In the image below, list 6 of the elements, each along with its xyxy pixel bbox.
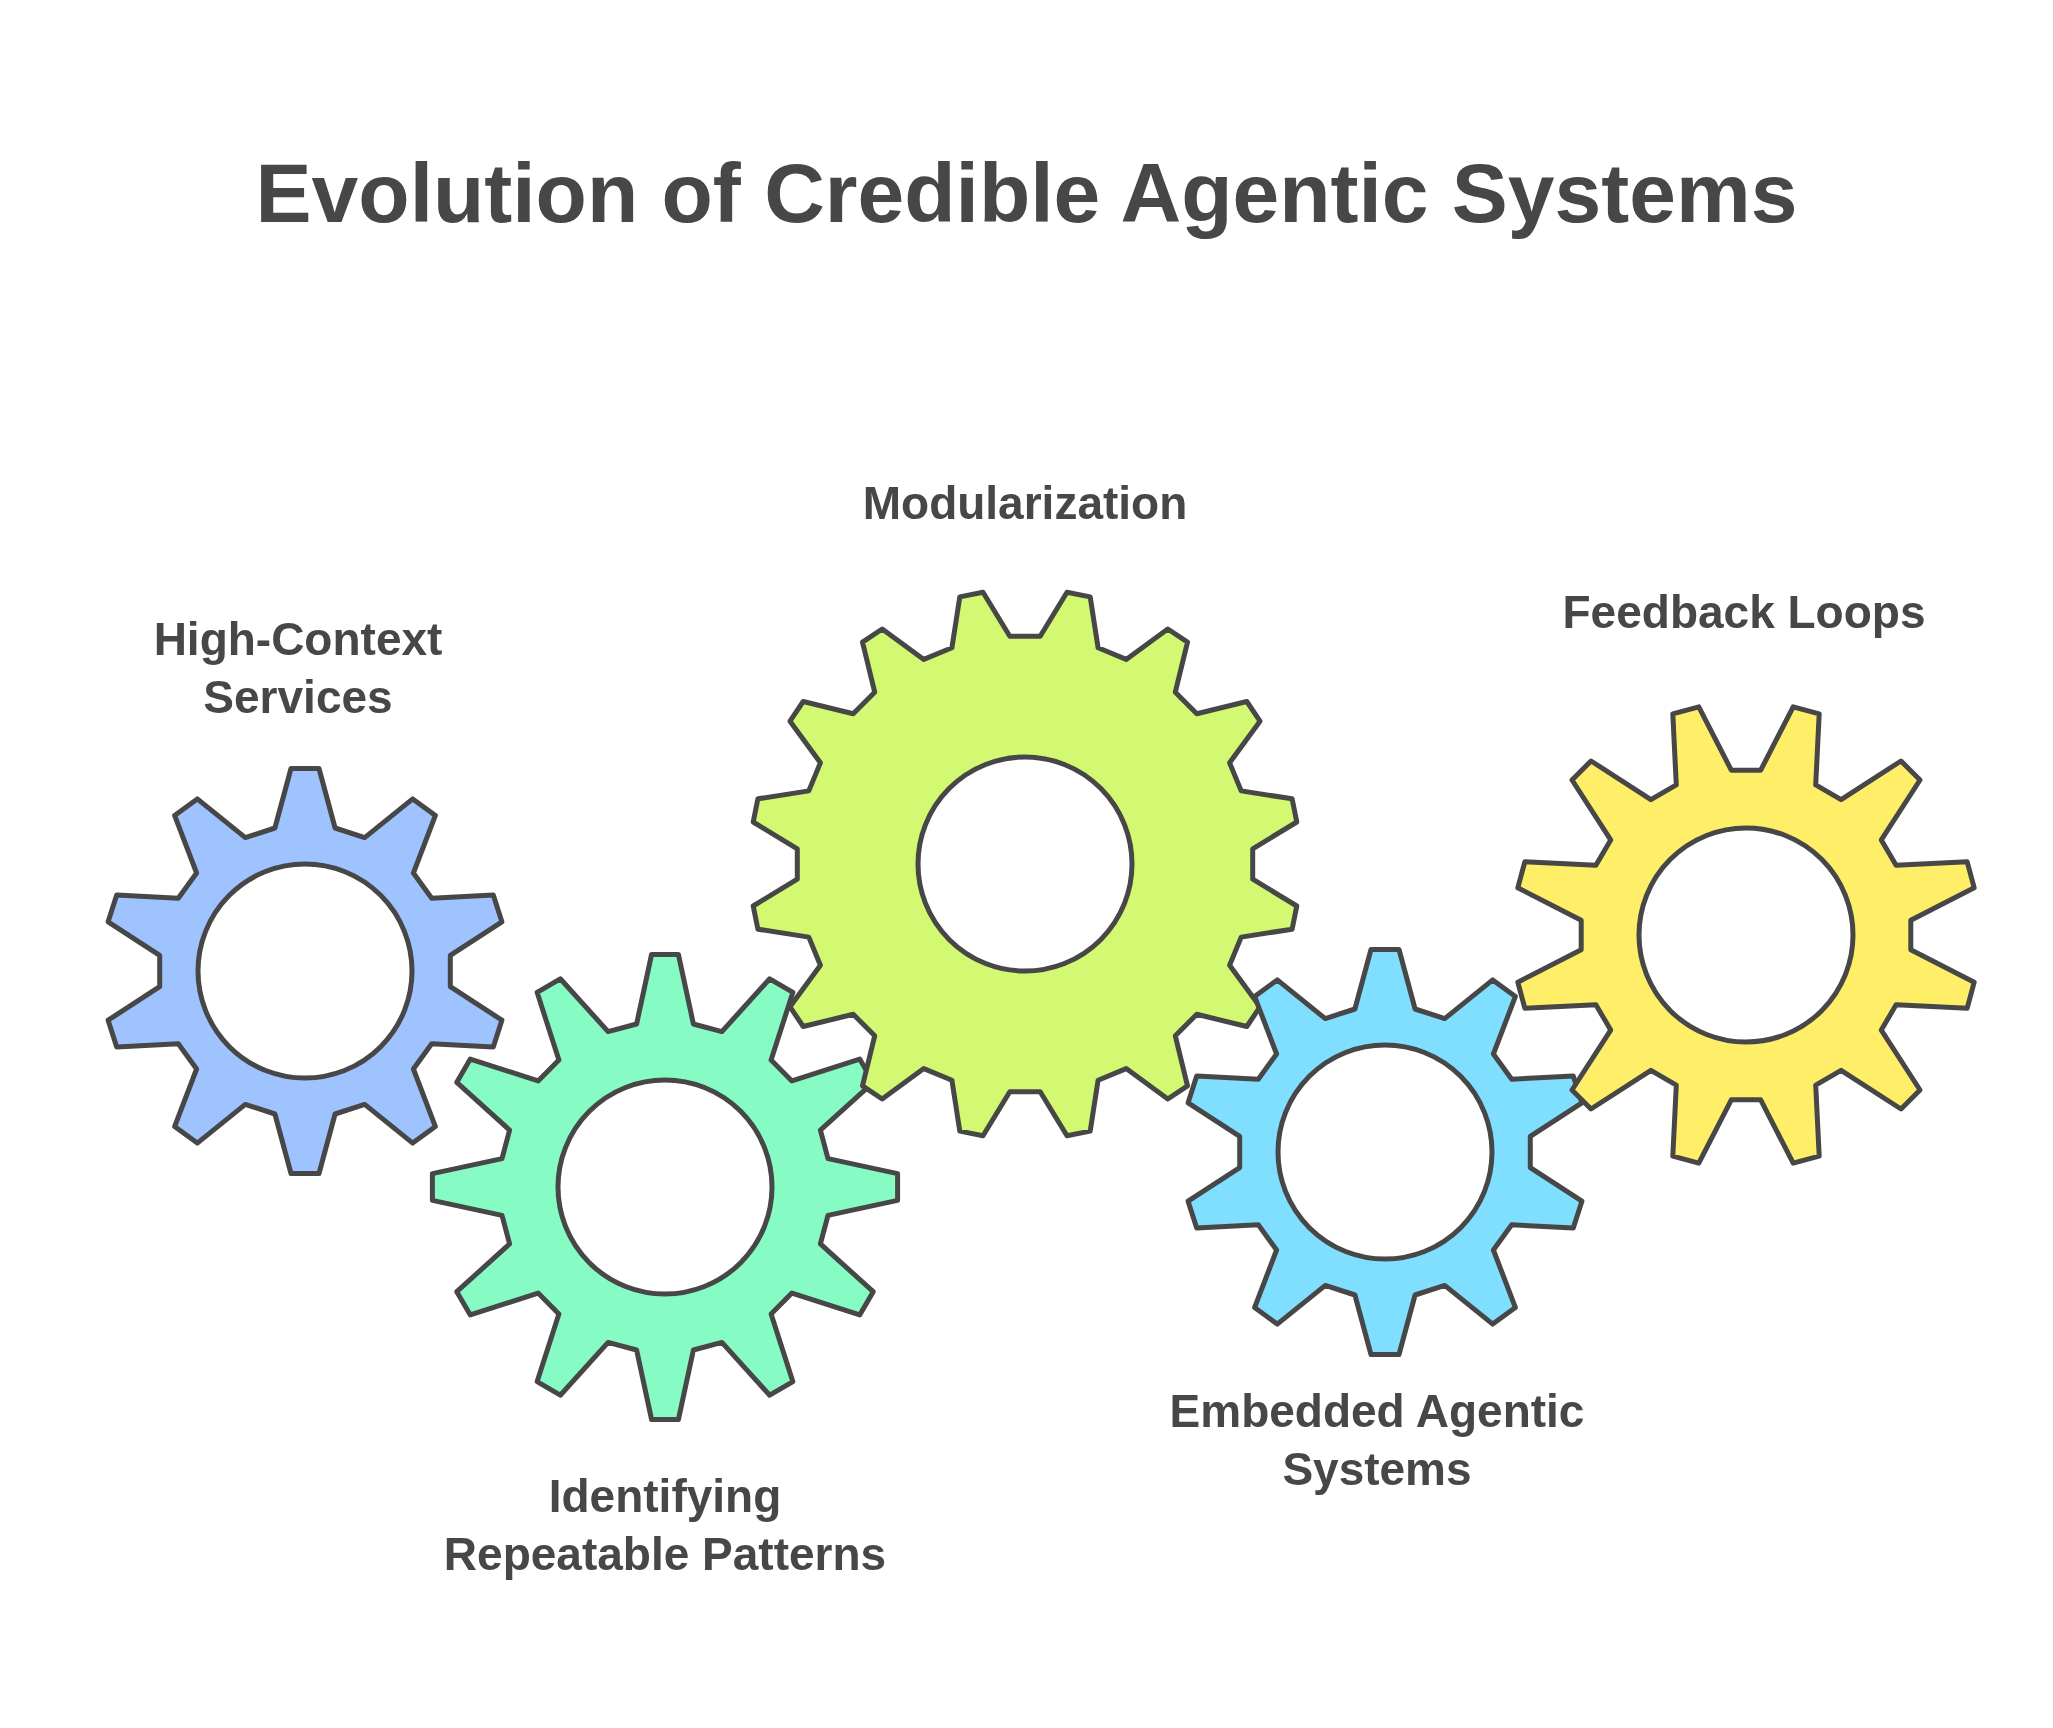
gear-label: High-Context Services [152, 611, 444, 724]
gear-label: Identifying Repeatable Patterns [442, 1468, 888, 1582]
gear-label: Feedback Loops [1561, 585, 1927, 641]
diagram-title: Evolution of Credible Agentic Systems [254, 145, 1799, 242]
gear-label: Modularization [861, 476, 1189, 532]
gear-label: Embedded Agentic Systems [1168, 1383, 1586, 1497]
